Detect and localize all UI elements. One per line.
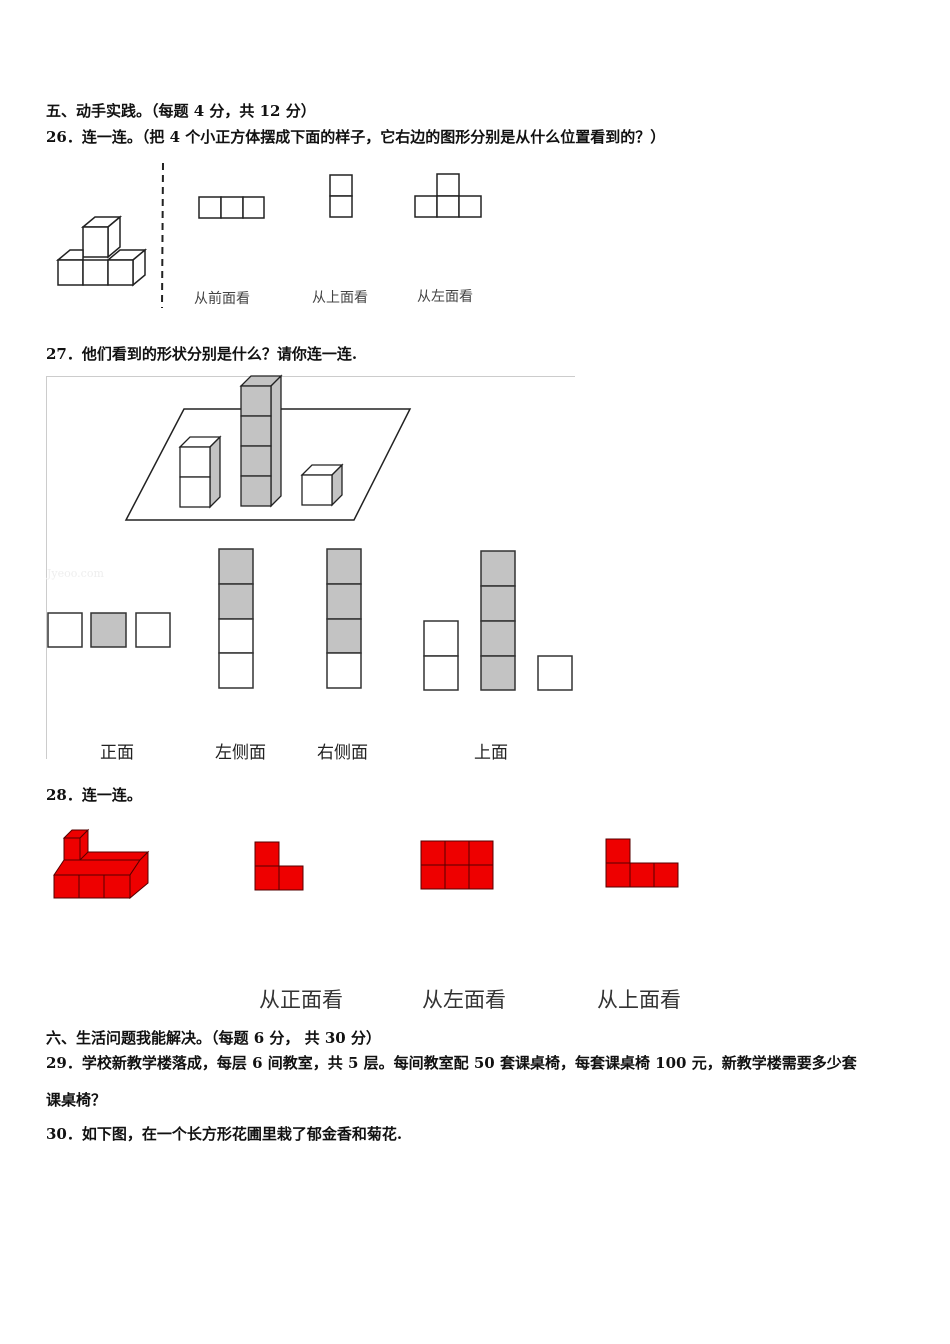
section-5-heading: 五、动手实践。（每题 4 分，共 12 分） — [46, 102, 316, 120]
q27-label-left-side: 左侧面 — [215, 743, 266, 763]
q26-view-t-shape — [414, 173, 482, 218]
q27-label-front: 正面 — [100, 743, 134, 763]
question-30-text: 30．如下图，在一个长方形花圃里栽了郁金香和菊花. — [46, 1125, 403, 1143]
question-26-text: 26．连一连。（把 4 个小正方体摆成下面的样子，它右边的图形分别是从什么位置看… — [46, 128, 666, 146]
q28-view-rect-2x3 — [420, 840, 494, 890]
q27-view-front — [47, 612, 171, 648]
q27-figure-frame — [46, 376, 575, 759]
question-27-text: 27．他们看到的形状分别是什么？请你连一连. — [46, 345, 358, 363]
q27-view-left-side — [218, 548, 254, 689]
q27-scene — [124, 374, 412, 521]
q28-view-l-small — [254, 841, 304, 891]
q26-view-front-row — [198, 196, 265, 219]
q26-dashed-divider — [161, 162, 164, 309]
q27-view-right-side — [326, 548, 362, 689]
watermark: Jyeoo.com — [47, 567, 104, 580]
q28-label-top: 从上面看 — [597, 988, 681, 1012]
q26-cube-figure — [55, 215, 148, 287]
q28-label-left: 从左面看 — [422, 988, 506, 1012]
q27-view-top — [423, 550, 573, 691]
q26-view-vertical — [329, 174, 353, 218]
question-29-line-2: 课桌椅？ — [46, 1091, 107, 1109]
q27-label-top: 上面 — [474, 743, 508, 763]
section-6-heading: 六、生活问题我能解决。（每题 6 分， 共 30 分） — [46, 1029, 381, 1047]
q28-view-l-long — [605, 838, 679, 888]
q26-label-left: 从左面看 — [417, 289, 473, 305]
q26-label-front: 从前面看 — [194, 291, 250, 307]
q27-label-right-side: 右侧面 — [317, 743, 368, 763]
q26-label-top: 从上面看 — [312, 290, 368, 306]
question-29-line-1: 29．学校新教学楼落成，每层 6 间教室，共 5 层。每间教室配 50 套课桌椅… — [46, 1054, 857, 1072]
q28-red-cube-figure — [53, 828, 150, 900]
question-28-text: 28．连一连。 — [46, 786, 142, 804]
q28-label-front: 从正面看 — [259, 988, 343, 1012]
